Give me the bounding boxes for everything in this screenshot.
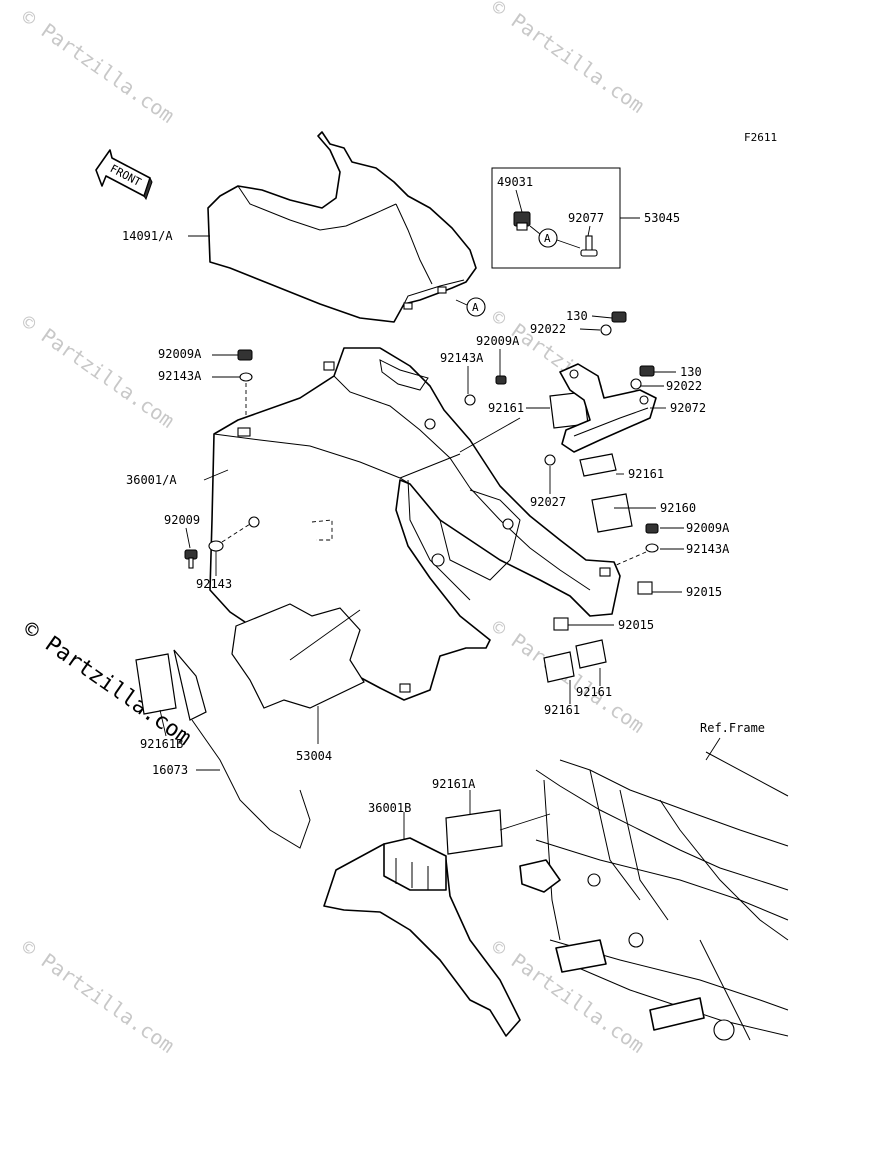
callout-a-marker [466, 297, 486, 317]
part-14091-cover [207, 131, 477, 323]
part-label: 92161A [432, 777, 476, 791]
pad [579, 453, 617, 477]
part-label: 92161 [628, 467, 664, 481]
front-arrow-icon: FRONT [95, 149, 153, 201]
part-label: 92009A [686, 521, 730, 535]
pad [591, 493, 633, 533]
part-label: 92143A [686, 542, 730, 556]
part-label: 92009A [158, 347, 202, 361]
part-label: 92072 [670, 401, 706, 415]
part-36001-side-cover [209, 347, 621, 701]
part-92072-bracket [559, 363, 657, 453]
part-label: 92027 [530, 495, 566, 509]
part-label: 92015 [686, 585, 722, 599]
part-label: 92022 [666, 379, 702, 393]
part-label: 92009 [164, 513, 200, 527]
clip-nut [637, 581, 653, 595]
part-label: 53045 [644, 211, 680, 225]
pad [173, 649, 207, 721]
part-label: 36001/A [126, 473, 177, 487]
part-36001b-cover [323, 837, 521, 1037]
part-label: 92161 [576, 685, 612, 699]
part-label: 14091/A [122, 229, 173, 243]
watermark: © Partzilla.com [17, 934, 179, 1057]
part-label: 130 [566, 309, 588, 323]
part-label: 92161B [140, 737, 183, 751]
part-label: 92143A [158, 369, 202, 383]
part-label: 49031 [497, 175, 533, 189]
part-label: 92143 [196, 577, 232, 591]
subassembly-box: 49031 92077 A 53045 [491, 167, 680, 269]
part-label: 92015 [618, 618, 654, 632]
part-label: 92161 [488, 401, 524, 415]
part-label: 92160 [660, 501, 696, 515]
pad [445, 809, 503, 855]
part-label: 36001B [368, 801, 411, 815]
part-label: 16073 [152, 763, 188, 777]
watermark: © Partzilla.com [17, 4, 179, 127]
part-53004-sheet [231, 603, 365, 709]
part-label: 92009A [476, 334, 520, 348]
part-label: 130 [680, 365, 702, 379]
reference-label: Ref.Frame [700, 721, 765, 735]
callout-a-label: A [472, 301, 479, 314]
part-label: 92022 [530, 322, 566, 336]
callout-a-label: A [544, 232, 551, 245]
part-label: 53004 [296, 749, 332, 763]
part-label: 92077 [568, 211, 604, 225]
pad [135, 653, 177, 715]
frame-reference [519, 751, 789, 1041]
watermark: © Partzilla.com [17, 309, 179, 432]
pad [575, 639, 607, 669]
clip-nut [553, 617, 569, 631]
pad [543, 651, 575, 683]
part-label: 92143A [440, 351, 484, 365]
diagram-code: F2611 [744, 131, 777, 144]
part-label: 92161 [544, 703, 580, 717]
watermark: © Partzilla.com [487, 0, 649, 118]
